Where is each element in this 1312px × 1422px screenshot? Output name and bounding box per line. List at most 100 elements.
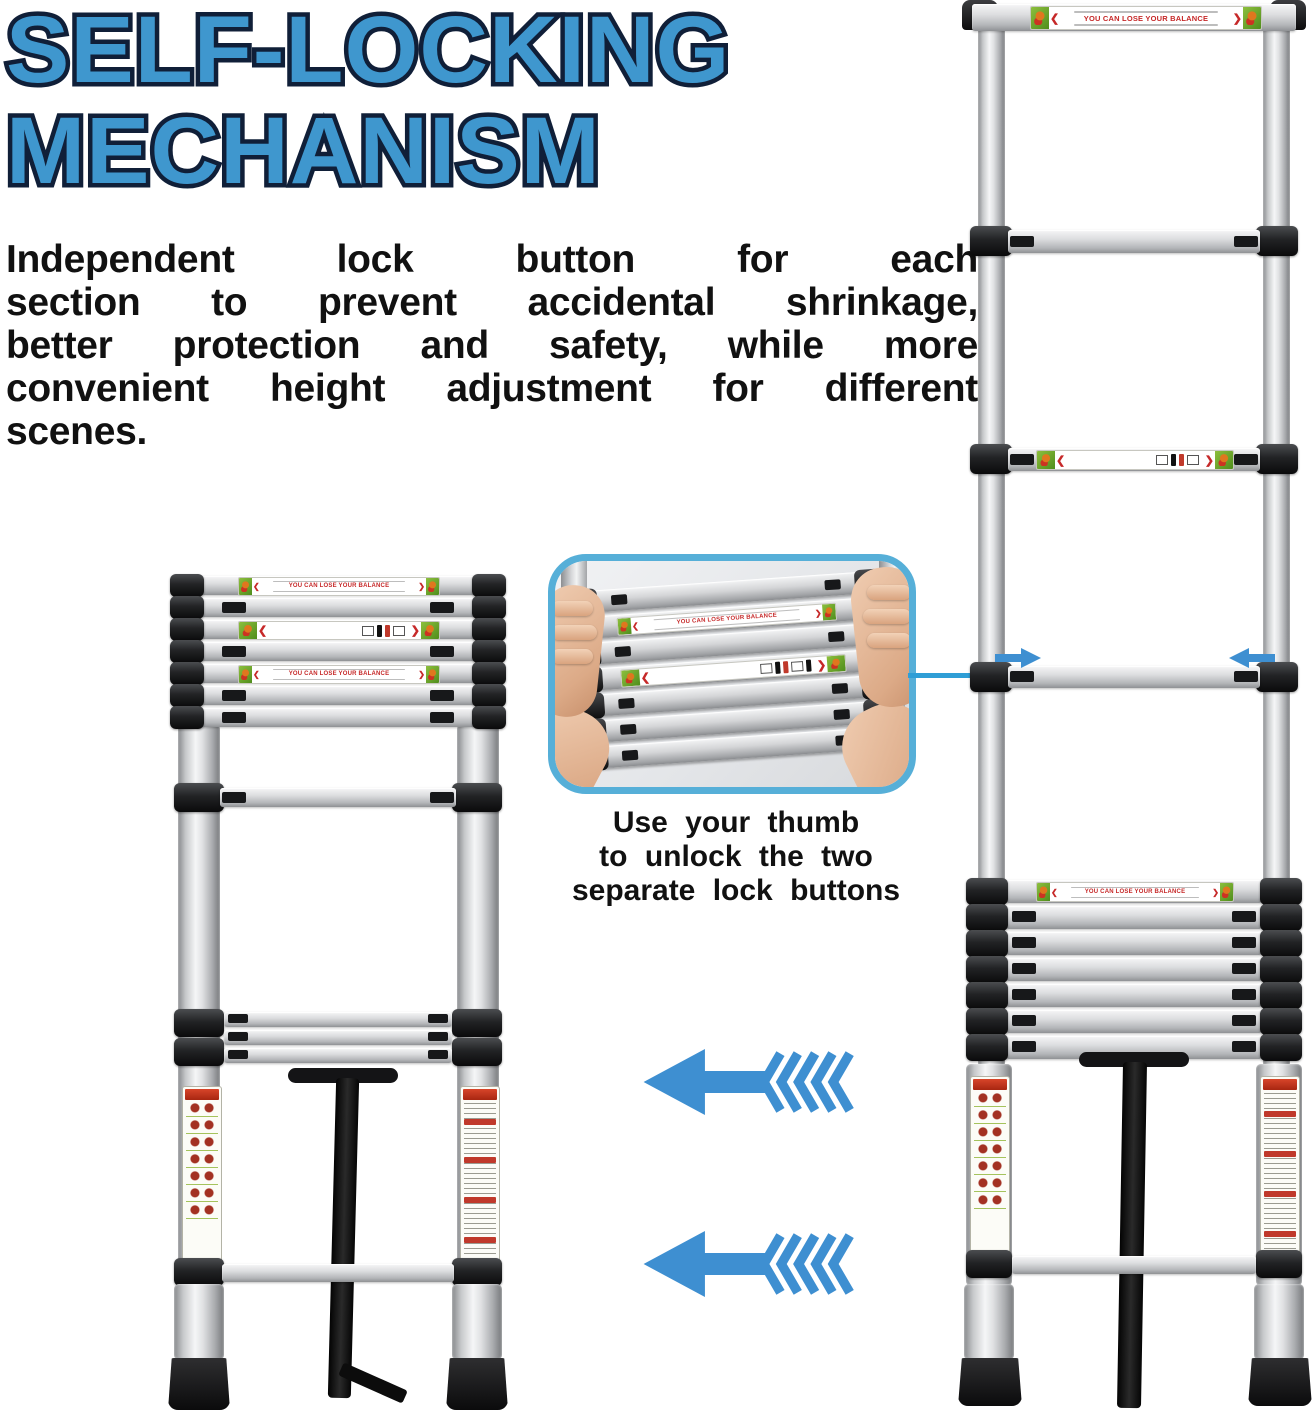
ladder-rung: ❮ YOU CAN LOSE YOUR BALANCE ❯	[170, 662, 506, 685]
label-chevron: ❮	[1051, 887, 1058, 897]
rung-collar	[472, 684, 506, 707]
lock-button	[428, 1050, 448, 1059]
right-hand-finger	[867, 585, 909, 600]
rung-collar	[472, 662, 506, 685]
rung-collar	[1260, 930, 1302, 957]
lock-button	[1232, 1041, 1256, 1052]
rung-collar	[174, 1038, 224, 1066]
lock-button	[1232, 937, 1256, 948]
rung-collar	[1260, 1008, 1302, 1035]
label-icons	[359, 624, 408, 637]
lock-button	[1232, 989, 1256, 1000]
warning-pictograms	[186, 1119, 218, 1134]
rung-collar	[472, 640, 506, 663]
extended-ladder-photo: ❮ YOU CAN LOSE YOUR BALANCE ❯ ❮ ❯	[958, 0, 1312, 1422]
label-body: YOU CAN LOSE YOUR BALANCE	[261, 578, 418, 595]
left-hand-thumb	[555, 649, 593, 664]
lock-button	[1012, 911, 1036, 922]
ladder-rung	[220, 788, 456, 807]
lock-button	[1012, 963, 1036, 974]
lock-button	[222, 602, 246, 613]
carry-strap	[327, 1077, 360, 1399]
ladder-rail	[964, 1284, 1014, 1360]
label-body: YOU CAN LOSE YOUR BALANCE	[1059, 883, 1212, 901]
sticker-header	[463, 1089, 497, 1100]
rung-collar	[170, 596, 204, 619]
lock-button	[430, 712, 454, 723]
rung-collar	[966, 1034, 1008, 1061]
rung-collar	[170, 684, 204, 707]
label-chevron: ❮	[253, 582, 260, 591]
rung-collar	[170, 618, 204, 641]
ladder-rung: ❮ ❯	[1008, 448, 1260, 471]
warning-pictograms	[186, 1136, 218, 1151]
left-hand-finger	[555, 601, 593, 616]
inset-caption-line: Use your thumb	[612, 806, 860, 839]
ladder-rung	[222, 1264, 454, 1282]
ladder-rung: ❮ YOU CAN LOSE YOUR BALANCE ❯	[966, 878, 1302, 905]
rung-collar	[170, 640, 204, 663]
ladder-foot	[958, 1358, 1022, 1406]
inset-caption: Use your thumb to unlock the two separat…	[540, 806, 932, 908]
rung-collar	[966, 904, 1008, 931]
rung-collar	[472, 596, 506, 619]
warning-pictograms	[974, 1160, 1006, 1175]
label-chevron: ❮	[258, 625, 268, 637]
rung-collar	[966, 956, 1008, 983]
lock-button	[222, 646, 246, 657]
rung-collar	[170, 706, 204, 729]
rung-collar	[970, 662, 1012, 692]
sticker-header	[185, 1089, 219, 1100]
rung-collar	[1260, 878, 1302, 905]
page-title: SELF-LOCKING MECHANISM	[6, 0, 731, 202]
thumb-unlock-inset-photo: ❮ YOU CAN LOSE YOUR BALANCE ❯ ❮ ❯	[548, 554, 916, 794]
ladder-rung	[170, 706, 506, 729]
label-microtext	[273, 591, 405, 592]
lock-button	[827, 631, 845, 643]
rung-collar	[170, 662, 204, 685]
lock-pin-icon	[782, 661, 789, 674]
rung-collar	[970, 226, 1012, 256]
rung-collar	[452, 1258, 502, 1286]
label-body	[1066, 451, 1204, 469]
lock-button	[619, 723, 637, 735]
lock-button	[1012, 989, 1036, 1000]
ladder-rung	[170, 596, 506, 619]
push-right-arrow-icon	[995, 648, 1041, 668]
lock-button	[430, 602, 454, 613]
lock-button	[222, 690, 246, 701]
rung-collar	[966, 1008, 1008, 1035]
rung-collar	[966, 1250, 1012, 1278]
ladder-rung	[966, 1034, 1302, 1061]
label-microtext	[1071, 896, 1199, 898]
rung-collar	[1260, 982, 1302, 1009]
sticker-warning-bar	[464, 1237, 496, 1243]
carry-handle	[288, 1068, 398, 1083]
diagram-icon	[1186, 455, 1199, 465]
ladder-foot	[1248, 1358, 1312, 1406]
diagram-icon	[790, 661, 804, 672]
diagram-icon	[1155, 455, 1168, 465]
description-paragraph: Independent lock button for each section…	[6, 238, 978, 453]
rung-collar	[452, 783, 502, 812]
safety-sticker-pictograms	[182, 1086, 222, 1268]
label-body: YOU CAN LOSE YOUR BALANCE	[261, 666, 418, 683]
label-graphic	[621, 669, 641, 687]
label-chevron: ❮	[253, 670, 260, 679]
lock-button	[1234, 454, 1258, 465]
sticker-header	[973, 1079, 1007, 1090]
label-graphic	[239, 578, 252, 595]
label-graphic	[239, 622, 257, 639]
sticker-warning-bar	[464, 1197, 496, 1203]
rung-collar	[1260, 904, 1302, 931]
warning-pictograms	[974, 1092, 1006, 1107]
sticker-warning-bar	[464, 1157, 496, 1163]
warning-pictograms	[974, 1143, 1006, 1158]
instruction-label: ❮ ❯	[1036, 450, 1234, 470]
label-graphic	[426, 666, 439, 683]
label-microtext	[273, 581, 405, 582]
description-line: better protection and safety, while more	[6, 324, 978, 367]
sticker-warning-bar	[1264, 1111, 1296, 1117]
warning-pictograms	[186, 1153, 218, 1168]
warning-pictograms	[186, 1170, 218, 1185]
